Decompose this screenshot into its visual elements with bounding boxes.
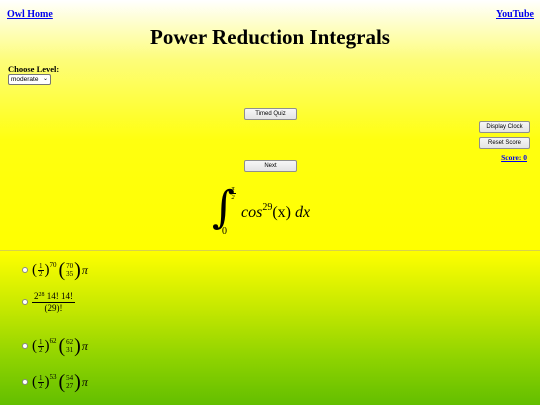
paren-close: ) xyxy=(44,373,50,390)
num-base: 2 xyxy=(34,291,39,301)
frac-num: 1 xyxy=(38,261,44,271)
frac-num: 1 xyxy=(38,337,44,347)
frac-den: 2 xyxy=(39,381,43,390)
radio-button[interactable] xyxy=(22,299,28,305)
score-link[interactable]: Score: 0 xyxy=(501,153,527,162)
radio-button[interactable] xyxy=(22,379,28,385)
exponent: 70 xyxy=(49,261,57,269)
upper-bound-den: 2 xyxy=(231,194,235,201)
frac-den: 2 xyxy=(39,269,43,278)
paren-close: ) xyxy=(44,337,50,354)
exponent: 62 xyxy=(49,337,57,345)
binom-top: 54 xyxy=(66,374,74,382)
binom-bottom: 31 xyxy=(66,346,74,354)
owl-home-link[interactable]: Owl Home xyxy=(7,9,53,20)
paren-close: ) xyxy=(74,371,81,393)
paren-open: ( xyxy=(32,261,37,278)
chevron-down-icon: ⌄ xyxy=(42,76,48,82)
level-select-value: moderate xyxy=(11,76,39,83)
next-button[interactable]: Next xyxy=(244,160,297,172)
paren-open: ( xyxy=(58,259,66,281)
reset-score-button[interactable]: Reset Score xyxy=(479,137,530,149)
timed-quiz-button[interactable]: Timed Quiz xyxy=(244,108,297,120)
answer-choice-2[interactable]: 228 14! 14! (29)! xyxy=(22,290,75,314)
radio-button[interactable] xyxy=(22,267,28,273)
binom-top: 62 xyxy=(66,338,74,346)
paren-open: ( xyxy=(32,373,37,390)
pi-symbol: π xyxy=(81,374,88,389)
num-exp: 28 xyxy=(38,292,45,298)
pi-symbol: π xyxy=(81,262,88,277)
integral-problem: ∫ π 2 0 cos29(x) dx xyxy=(207,182,367,237)
paren-open: ( xyxy=(32,337,37,354)
paren-close: ) xyxy=(74,259,81,281)
integrand-diff: dx xyxy=(294,204,311,221)
page-title: Power Reduction Integrals xyxy=(150,25,390,49)
display-clock-button[interactable]: Display Clock xyxy=(479,121,530,133)
upper-bound: π 2 xyxy=(230,185,236,201)
paren-open: ( xyxy=(58,371,66,393)
integrand-arg: (x) xyxy=(272,204,291,221)
choice-expression: 228 14! 14! (29)! xyxy=(32,290,75,314)
binom-bottom: 35 xyxy=(66,270,74,278)
integrand: cos29(x) dx xyxy=(241,202,310,222)
level-select[interactable]: moderate ⌄ xyxy=(8,74,51,85)
binom-top: 70 xyxy=(66,262,74,270)
paren-close: ) xyxy=(44,261,50,278)
lower-bound: 0 xyxy=(222,226,227,237)
pi-symbol: π xyxy=(81,338,88,353)
upper-bound-num: π xyxy=(231,185,235,192)
exponent: 53 xyxy=(49,373,57,381)
youtube-link[interactable]: YouTube xyxy=(496,9,534,20)
paren-close: ) xyxy=(74,335,81,357)
integrand-func: cos xyxy=(241,204,263,221)
choice-denominator: (29)! xyxy=(44,303,63,313)
fraction-bar xyxy=(230,193,236,194)
choice-numerator: 228 14! 14! xyxy=(32,290,75,303)
frac-num: 1 xyxy=(38,373,44,383)
num-rest: 14! 14! xyxy=(46,291,73,301)
binom-bottom: 27 xyxy=(66,382,74,390)
frac-den: 2 xyxy=(39,345,43,354)
integral-sign: ∫ xyxy=(212,182,235,233)
paren-open: ( xyxy=(58,335,66,357)
choose-level-label: Choose Level: xyxy=(8,64,60,74)
integrand-power: 29 xyxy=(262,202,273,213)
radio-button[interactable] xyxy=(22,343,28,349)
answer-area xyxy=(0,250,540,405)
